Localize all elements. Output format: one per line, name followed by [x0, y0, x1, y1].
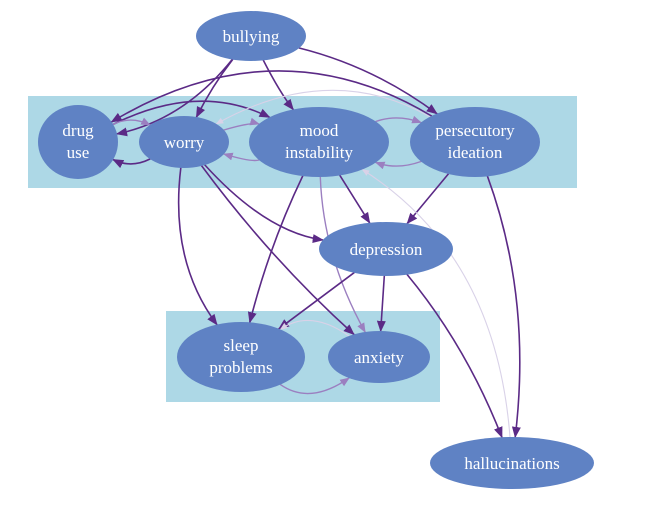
node-anxiety-label: anxiety — [354, 348, 405, 367]
edge-worry-to-anxiety — [200, 165, 355, 336]
node-mood-instability-label-line2: instability — [285, 143, 354, 162]
node-drug-use-label-line1: drug — [62, 121, 94, 140]
edge-bullying-to-drug-use — [115, 58, 233, 137]
edge-worry-to-depression — [204, 164, 324, 244]
node-drug-use-shape — [38, 105, 118, 179]
node-sleep-problems[interactable]: sleep problems — [177, 322, 305, 392]
node-mood-instability-label-line1: mood — [300, 121, 339, 140]
node-persecutory-ideation-label-line1: persecutory — [435, 121, 515, 140]
node-bullying-label: bullying — [223, 27, 280, 46]
node-drug-use[interactable]: drug use — [38, 105, 118, 179]
node-hallucinations-label: hallucinations — [464, 454, 559, 473]
node-worry-label: worry — [164, 133, 205, 152]
edge-worry-to-sleep-problems — [177, 167, 218, 326]
node-persecutory-ideation-label-line2: ideation — [448, 143, 503, 162]
node-persecutory-ideation[interactable]: persecutory ideation — [410, 107, 540, 177]
node-mood-instability-shape — [249, 107, 389, 177]
edges-layer — [110, 47, 521, 439]
edge-drug-use-to-mood-instability — [112, 100, 271, 126]
edge-bullying-to-persecutory-ideation — [298, 47, 438, 115]
edge-persecutory-ideation-to-worry — [215, 89, 431, 125]
node-depression-label: depression — [350, 240, 423, 259]
node-persecutory-ideation-shape — [410, 107, 540, 177]
node-sleep-problems-label-line1: sleep — [224, 336, 259, 355]
edge-sleep-problems-to-anxiety — [279, 377, 350, 395]
edge-drug-use-to-worry — [112, 117, 151, 126]
edge-depression-to-hallucinations — [406, 273, 503, 439]
edge-bullying-to-worry — [195, 58, 234, 119]
node-worry-shape — [139, 116, 229, 168]
edge-worry-to-drug-use — [112, 158, 151, 169]
edge-mood-instability-to-sleep-problems — [247, 175, 304, 324]
edge-worry-to-mood-instability — [223, 117, 260, 131]
node-bullying[interactable]: bullying — [196, 11, 306, 61]
node-anxiety[interactable]: anxiety — [328, 331, 430, 383]
edge-mood-instability-to-worry — [222, 152, 260, 162]
node-worry[interactable]: worry — [139, 116, 229, 168]
node-sleep-problems-label-line2: problems — [209, 358, 272, 377]
edge-persecutory-ideation-to-mood-instability — [374, 160, 422, 170]
node-anxiety-shape — [328, 331, 430, 383]
node-drug-use-label-line2: use — [67, 143, 90, 162]
edge-persecutory-ideation-to-drug-use — [110, 70, 433, 123]
edge-mood-instability-to-depression — [339, 174, 371, 224]
node-bullying-shape — [196, 11, 306, 61]
node-hallucinations[interactable]: hallucinations — [430, 437, 594, 489]
edge-mood-instability-to-persecutory-ideation — [375, 115, 422, 124]
node-hallucinations-shape — [430, 437, 594, 489]
node-sleep-problems-shape — [177, 322, 305, 392]
edge-persecutory-ideation-to-depression — [406, 173, 450, 225]
node-mood-instability[interactable]: mood instability — [249, 107, 389, 177]
edge-anxiety-to-sleep-problems — [279, 319, 350, 337]
node-depression-shape — [319, 222, 453, 276]
edge-bullying-to-mood-instability — [262, 59, 294, 111]
edge-depression-to-anxiety — [376, 275, 386, 333]
edge-hallucinations-to-mood-instability — [361, 168, 511, 438]
edge-persecutory-ideation-to-hallucinations — [486, 175, 521, 439]
node-depression[interactable]: depression — [319, 222, 453, 276]
